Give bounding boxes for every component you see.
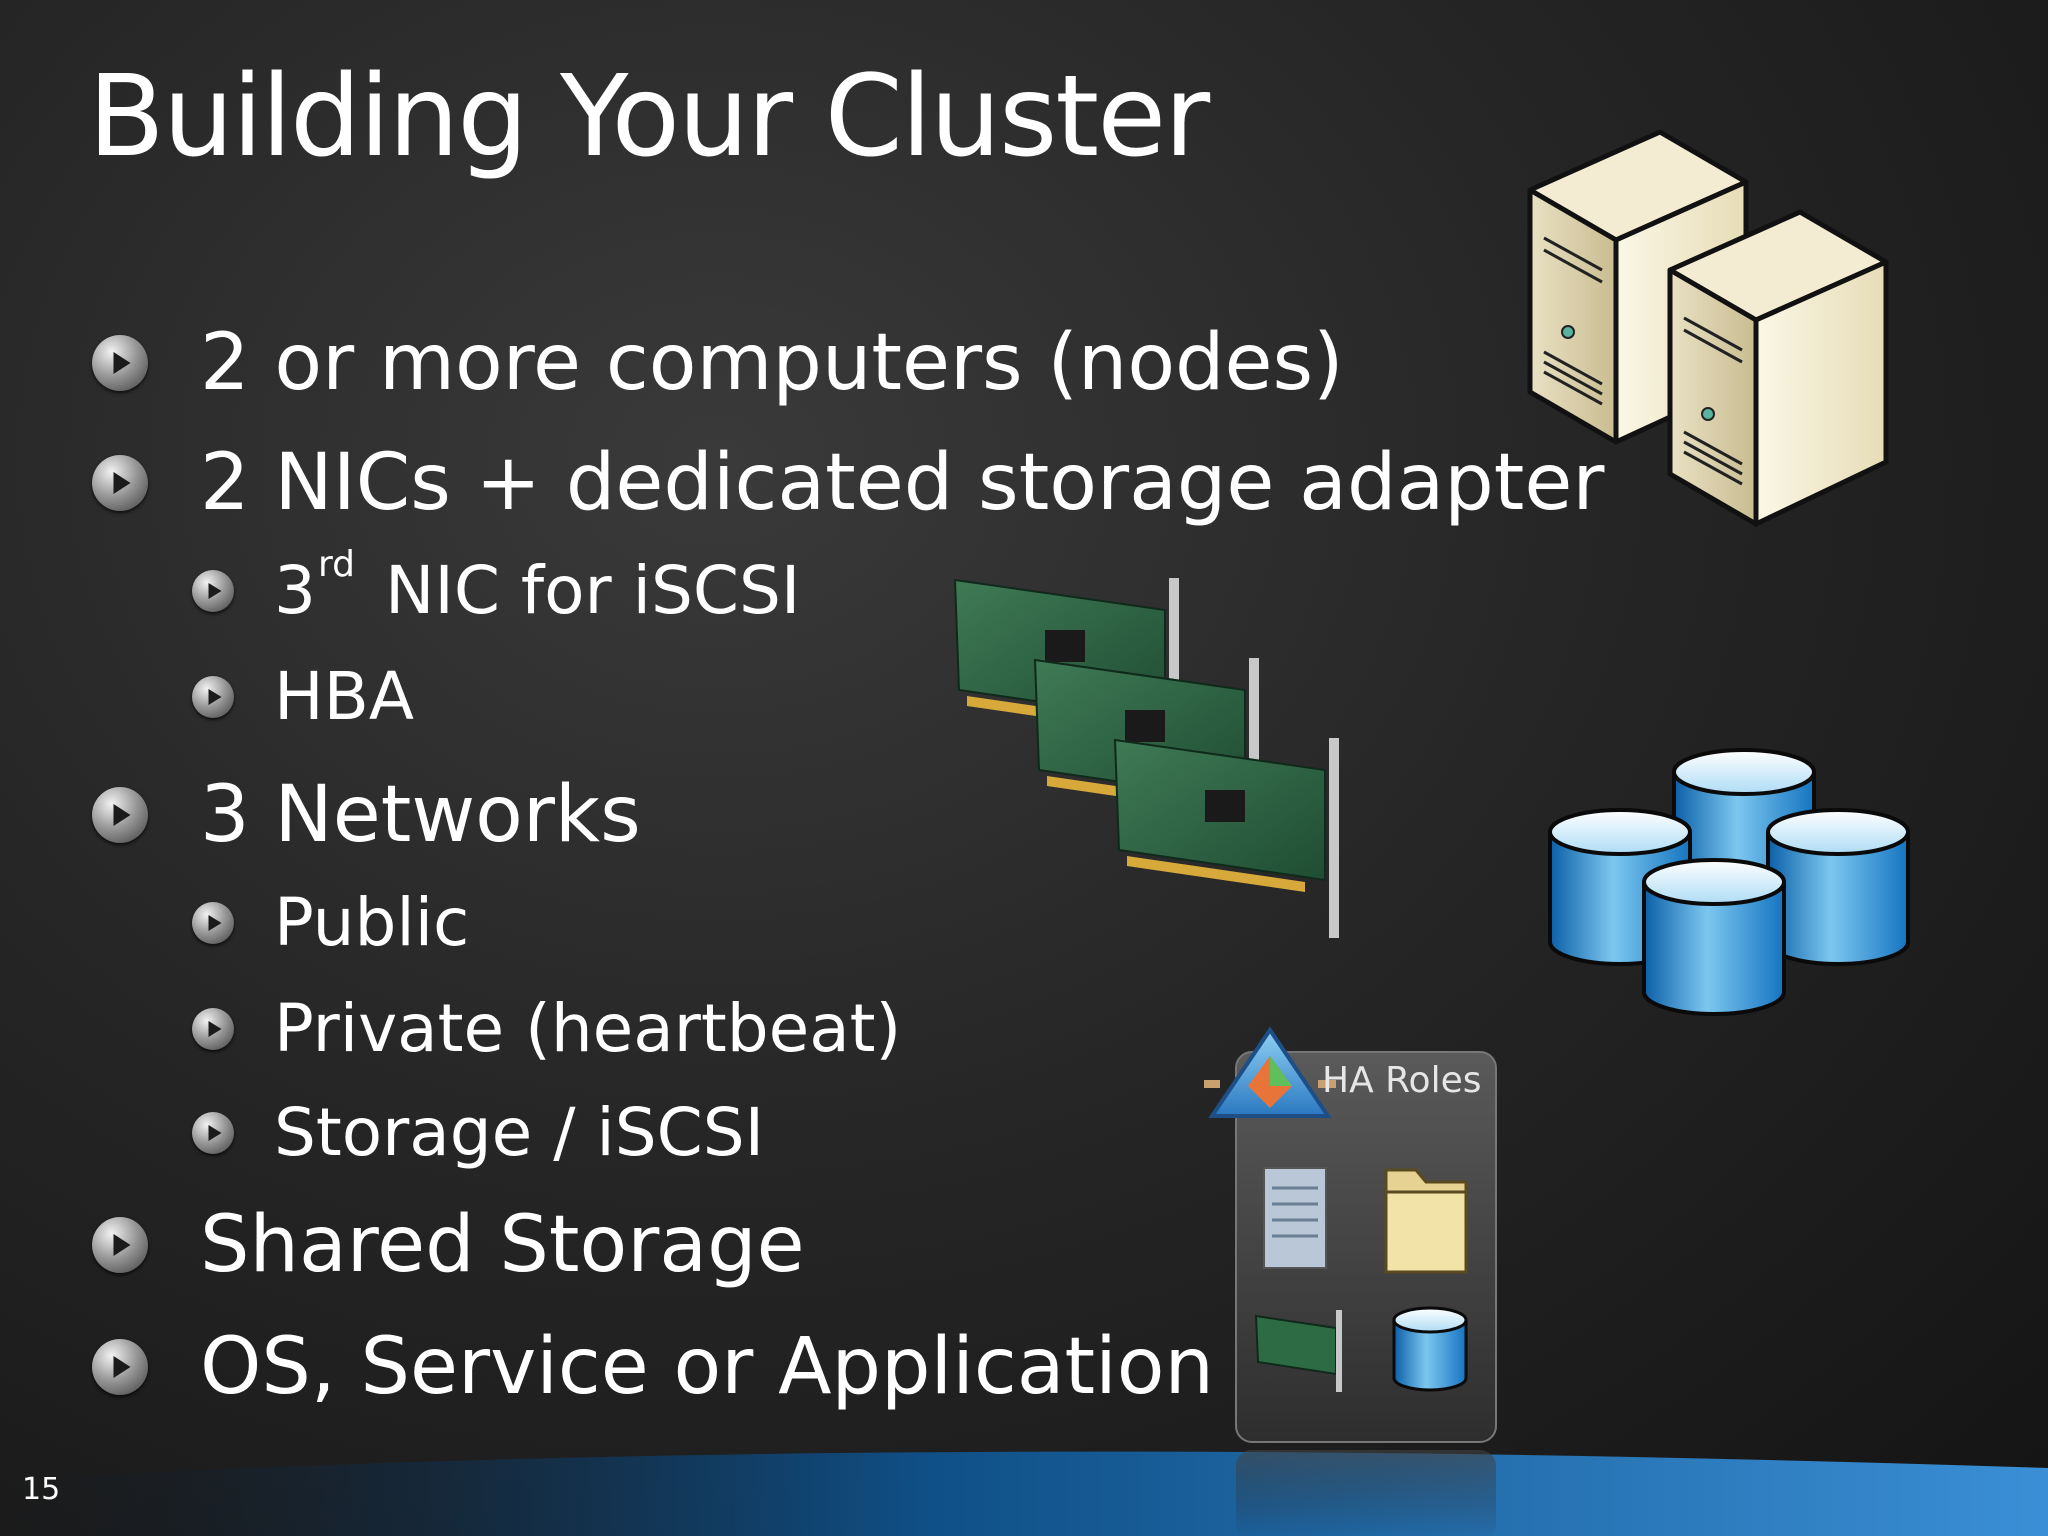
bullet-text: 3 [274,552,316,629]
bullet-item: OS, Service or Application [92,1322,1214,1412]
bullet-item: 2 or more computers (nodes) [92,318,1344,408]
sub-bullet-item: Public [192,884,469,961]
sub-bullet-item: Storage / iSCSI [192,1094,764,1171]
ha-roles-label: HA Roles [1322,1060,1482,1101]
bullet-arrow-icon [192,675,234,718]
bullet-arrow-icon [192,901,234,944]
ha-roles-icon [1204,1026,1497,1536]
bullet-item: Shared Storage [92,1200,805,1290]
storage-disks-icon [1548,748,1910,1016]
bullet-arrow-icon [92,787,148,843]
bullet-arrow-icon [92,1339,148,1395]
bullet-arrow-icon [192,1111,234,1154]
bullet-text: 2 or more computers (nodes) [200,318,1344,408]
network-adapter-cards-icon [953,578,1339,938]
bullet-superscript: rd [318,544,356,585]
sub-bullet-item: 3 rd NIC for iSCSI [192,544,801,629]
page-number: 15 [22,1472,61,1507]
bullet-text: HBA [274,658,415,735]
bullet-text: 2 NICs + dedicated storage adapter [200,438,1605,528]
sub-bullet-item: Private (heartbeat) [192,990,901,1067]
bullet-arrow-icon [92,1217,148,1273]
bullet-arrow-icon [92,455,148,511]
bullet-text-after: NIC for iSCSI [385,552,801,629]
bullet-text: Storage / iSCSI [274,1094,765,1171]
bullet-text: OS, Service or Application [200,1322,1214,1412]
bullet-text: Public [274,884,470,961]
sub-bullet-item: HBA [192,658,414,735]
bullet-text: Private (heartbeat) [274,990,902,1067]
bullet-item: 2 NICs + dedicated storage adapter [92,438,1604,528]
bullet-list: 2 or more computers (nodes) 2 NICs + ded… [0,0,1500,1440]
bullet-arrow-icon [92,335,148,391]
server-towers-icon [1527,129,1889,527]
bullet-arrow-icon [192,569,234,612]
bullet-text: Shared Storage [200,1200,805,1290]
bullet-text: 3 Networks [200,770,641,860]
bullet-arrow-icon [192,1007,234,1050]
slide-title: Building Your Cluster [88,52,1210,182]
bullet-item: 3 Networks [92,770,641,860]
